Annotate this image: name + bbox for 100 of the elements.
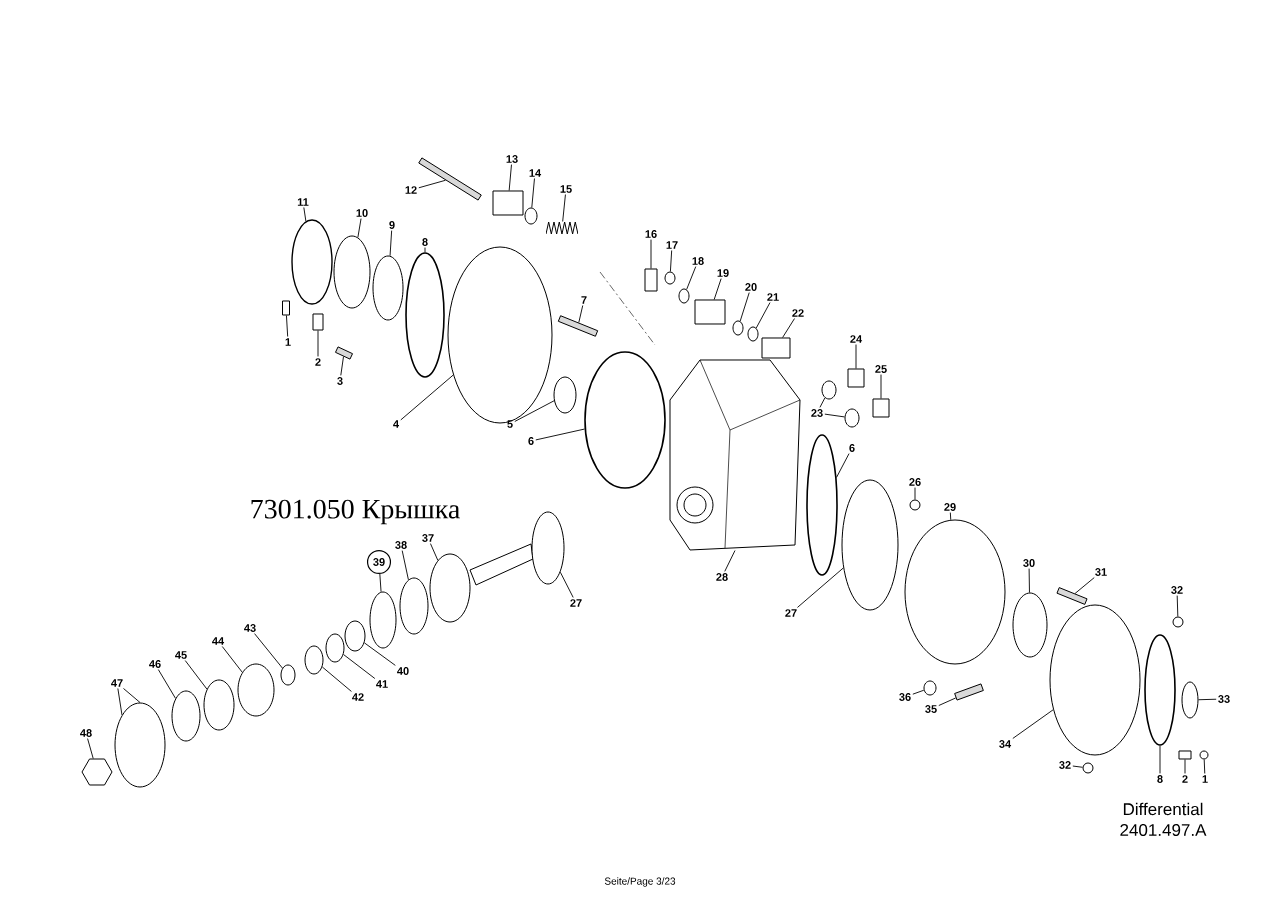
callout-number: 27 — [570, 599, 582, 607]
leader-line — [914, 487, 916, 500]
callout-number: 23 — [811, 409, 823, 417]
leader-line — [1072, 765, 1083, 768]
leader-line — [400, 374, 454, 421]
callout-number: 2 — [1182, 775, 1188, 783]
callout-number: 9 — [389, 221, 395, 229]
leader-line — [880, 374, 882, 399]
callout-number: 18 — [692, 257, 704, 265]
leader-line — [117, 688, 123, 716]
ring-part — [369, 591, 397, 649]
callout-number: 16 — [645, 230, 657, 238]
callout-number: 36 — [899, 693, 911, 701]
callout-number: 46 — [149, 660, 161, 668]
leader-line — [531, 178, 535, 208]
ring-part — [904, 519, 1006, 665]
ring-part — [747, 326, 759, 342]
leader-line — [855, 344, 857, 369]
pin-part — [335, 346, 354, 360]
ring-part — [1172, 616, 1184, 628]
callout-number: 26 — [909, 478, 921, 486]
callout-number: 27 — [785, 609, 797, 617]
ring-part — [1082, 762, 1094, 774]
leader-line — [363, 642, 396, 666]
leader-line — [508, 164, 512, 191]
leader-line — [286, 315, 289, 337]
ring-part — [344, 620, 366, 652]
ring-part — [664, 271, 676, 285]
callout-number: 4 — [393, 420, 399, 428]
ring-part — [584, 351, 666, 489]
callout-number: 24 — [850, 335, 863, 343]
leader-line — [1074, 577, 1095, 594]
ring-part — [524, 207, 538, 225]
callout-number: 1 — [285, 338, 291, 346]
leader-line — [430, 543, 439, 561]
callout-number: 40 — [397, 667, 409, 675]
callout-number: 10 — [356, 209, 368, 217]
callout-number: 15 — [560, 185, 572, 193]
callout-number: 41 — [376, 680, 388, 688]
leader-line — [938, 697, 957, 706]
callout-number: 35 — [925, 705, 937, 713]
leader-line — [87, 738, 94, 759]
pin-part — [557, 315, 599, 337]
leader-line — [1203, 759, 1206, 774]
leader-line — [1198, 698, 1217, 701]
callout-number: 6 — [849, 444, 855, 452]
block-part — [847, 368, 865, 388]
leader-line — [559, 571, 574, 598]
block-part — [761, 337, 791, 359]
callout-number: 2 — [315, 358, 321, 366]
callout-number: 8 — [1157, 775, 1163, 783]
leader-line — [321, 666, 352, 692]
leader-line — [357, 218, 362, 238]
leader-line — [184, 660, 208, 690]
leader-line — [123, 688, 141, 703]
ring-part — [325, 633, 345, 663]
ring-part — [429, 553, 471, 623]
callout-number: 12 — [405, 186, 417, 194]
leader-line — [340, 356, 344, 376]
callout-number: 20 — [745, 283, 757, 291]
leader-line — [157, 669, 176, 699]
drawing-title: Differential — [1123, 802, 1203, 816]
callout-number: 33 — [1218, 695, 1230, 703]
callout-number: 19 — [717, 269, 729, 277]
callout-number: 25 — [875, 365, 887, 373]
callout-number: 21 — [767, 293, 779, 301]
page-number: Seite/Page 3/23 — [604, 877, 676, 887]
ring-part — [923, 680, 937, 696]
callout-number: 5 — [507, 420, 513, 428]
callout-number: 7 — [581, 296, 587, 304]
pin-part — [954, 683, 984, 701]
ring-part — [1181, 681, 1199, 719]
leader-line — [514, 400, 555, 422]
leader-line — [1012, 709, 1054, 739]
ring-part — [531, 511, 565, 585]
leader-line — [1176, 595, 1179, 617]
callout-number: 14 — [529, 169, 542, 177]
nut-part — [81, 758, 113, 786]
pin-part — [418, 157, 482, 201]
block-part — [492, 190, 524, 216]
block-part — [282, 300, 290, 316]
circled-callout-number: 39 — [366, 549, 392, 575]
leader-line — [418, 179, 446, 189]
leader-line — [254, 633, 283, 669]
callout-number: 30 — [1023, 559, 1035, 567]
ring-part — [1144, 634, 1176, 746]
leader-line — [949, 512, 952, 521]
ring-part — [678, 288, 690, 304]
leader-line — [303, 207, 307, 222]
callout-number: 6 — [528, 437, 534, 445]
leader-line — [317, 330, 319, 357]
callout-number: 38 — [395, 541, 407, 549]
pin-part — [1056, 587, 1088, 605]
callout-number: 32 — [1059, 761, 1071, 769]
leader-line — [824, 413, 845, 418]
housing-drawing — [669, 359, 801, 551]
leader-line — [912, 689, 925, 695]
callout-number: 3 — [337, 377, 343, 385]
leader-line — [1184, 759, 1186, 774]
callout-number: 22 — [792, 309, 804, 317]
